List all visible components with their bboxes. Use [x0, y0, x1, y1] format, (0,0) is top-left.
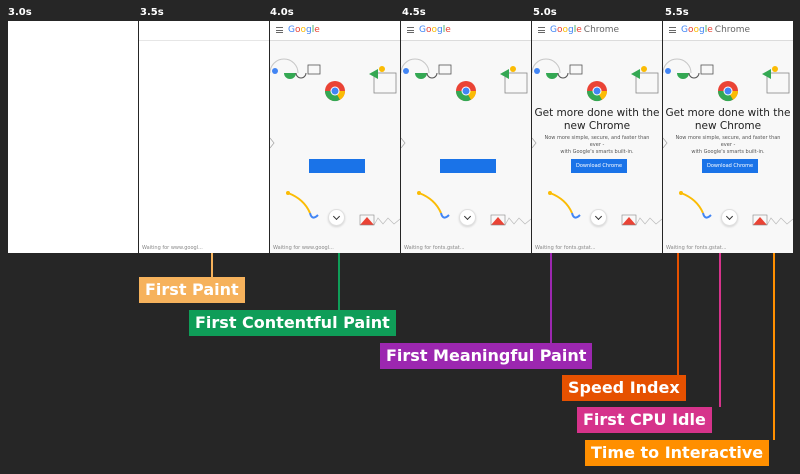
- first-cpu-idle-label: First CPU Idle: [577, 407, 712, 433]
- scroll-down-button[interactable]: [721, 209, 738, 226]
- status-text: Waiting for www.googl...: [273, 245, 334, 251]
- illustration-art: [270, 58, 400, 226]
- timestamp-3-5: 3.5s: [140, 7, 164, 18]
- frame-blank: [8, 21, 138, 253]
- illustration-art: [532, 58, 662, 226]
- logo-google: Google: [550, 25, 582, 35]
- top-bar: Google: [270, 21, 400, 41]
- timestamp-5-5: 5.5s: [665, 7, 689, 18]
- subtext: Now more simple, secure, and faster than…: [671, 135, 785, 156]
- headline-line-1: Get more done with the: [665, 107, 791, 119]
- frame-first-contentful: Google Waiting for www.googl...: [270, 21, 400, 253]
- timestamp-5-0: 5.0s: [533, 7, 557, 18]
- chrome-logo-icon: [717, 81, 739, 102]
- download-button-placeholder[interactable]: [440, 159, 496, 173]
- subtext-line-1: Now more simple, secure, and faster than…: [675, 135, 781, 148]
- first-paint-label: First Paint: [139, 277, 245, 303]
- chevron-down-icon: [463, 212, 472, 221]
- status-text: Waiting for fonts.gstat...: [666, 245, 727, 251]
- logo-chrome: Chrome: [714, 25, 751, 35]
- frame-4-5: Google Waiting for fonts.gstat...: [401, 21, 531, 253]
- first-paint-connector: [211, 253, 213, 277]
- subtext-line-2: with Google's smarts built-in.: [560, 149, 634, 155]
- subtext: Now more simple, secure, and faster than…: [540, 135, 654, 156]
- menu-icon: [538, 27, 545, 33]
- first-cpu-idle-connector: [719, 253, 721, 407]
- google-logo: Google: [288, 25, 320, 35]
- scroll-down-button[interactable]: [328, 209, 345, 226]
- chrome-logo-icon: [324, 81, 346, 102]
- scroll-down-button[interactable]: [590, 209, 607, 226]
- chrome-logo-icon: [586, 81, 608, 102]
- timestamp-3-0: 3.0s: [8, 7, 32, 18]
- first-meaningful-paint-connector: [550, 253, 552, 343]
- header-divider: [139, 40, 269, 41]
- speed-index-label: Speed Index: [562, 375, 686, 401]
- time-to-interactive-connector: [773, 253, 775, 440]
- logo-chrome: Chrome: [583, 25, 620, 35]
- top-bar: Google: [401, 21, 531, 41]
- status-text: Waiting for www.googl...: [142, 245, 203, 251]
- headline: Get more done with the new Chrome: [663, 107, 793, 133]
- headline-line-1: Get more done with the: [534, 107, 660, 119]
- chrome-logo-icon: [455, 81, 477, 102]
- chevron-down-icon: [332, 212, 341, 221]
- status-text: Waiting for fonts.gstat...: [404, 245, 465, 251]
- google-logo: Google: [419, 25, 451, 35]
- menu-icon: [276, 27, 283, 33]
- timestamp-4-5: 4.5s: [402, 7, 426, 18]
- illustration-art: [663, 58, 793, 226]
- menu-icon: [669, 27, 676, 33]
- chevron-down-icon: [594, 212, 603, 221]
- timestamp-4-0: 4.0s: [270, 7, 294, 18]
- download-chrome-button[interactable]: Download Chrome: [702, 159, 758, 173]
- time-to-interactive-label: Time to Interactive: [585, 440, 770, 466]
- subtext-line-2: with Google's smarts built-in.: [691, 149, 765, 155]
- menu-icon: [407, 27, 414, 33]
- headline: Get more done with the new Chrome: [532, 107, 662, 133]
- frame-first-paint: Waiting for www.googl...: [139, 21, 269, 253]
- chevron-down-icon: [725, 212, 734, 221]
- headline-line-2: new Chrome: [563, 120, 631, 132]
- subtext-line-1: Now more simple, secure, and faster than…: [544, 135, 650, 148]
- status-text: Waiting for fonts.gstat...: [535, 245, 596, 251]
- illustration-art: [401, 58, 531, 226]
- download-button-placeholder[interactable]: [309, 159, 365, 173]
- headline-line-2: new Chrome: [694, 120, 762, 132]
- first-meaningful-paint-label: First Meaningful Paint: [380, 343, 593, 369]
- download-chrome-button[interactable]: Download Chrome: [571, 159, 627, 173]
- first-contentful-paint-label: First Contentful Paint: [189, 310, 396, 336]
- speed-index-connector: [677, 253, 679, 375]
- logo-google: Google: [681, 25, 713, 35]
- scroll-down-button[interactable]: [459, 209, 476, 226]
- first-contentful-paint-connector: [338, 253, 340, 310]
